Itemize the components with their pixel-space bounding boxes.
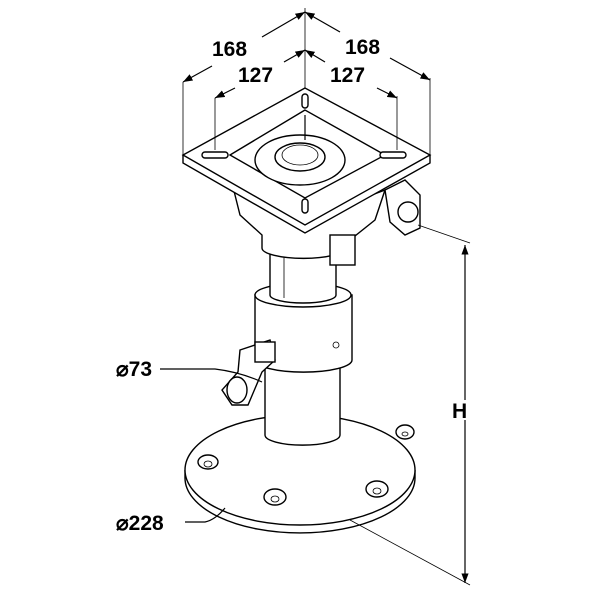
release-lever (221, 339, 276, 406)
upper-tube (269, 249, 337, 304)
dim-outer-right: 168 (345, 36, 380, 59)
dim-column-diameter: ⌀73 (116, 358, 152, 381)
lower-tube (264, 359, 341, 446)
dim-height: H (452, 400, 467, 423)
dim-outer-left: 168 (212, 38, 247, 61)
dim-inner-right: 127 (330, 64, 365, 87)
top-plate (181, 87, 432, 234)
swivel-housing (228, 173, 421, 266)
dim-inner-left: 127 (238, 64, 273, 87)
dim-base-diameter: ⌀228 (116, 512, 164, 535)
dimension-lines (160, 8, 471, 586)
